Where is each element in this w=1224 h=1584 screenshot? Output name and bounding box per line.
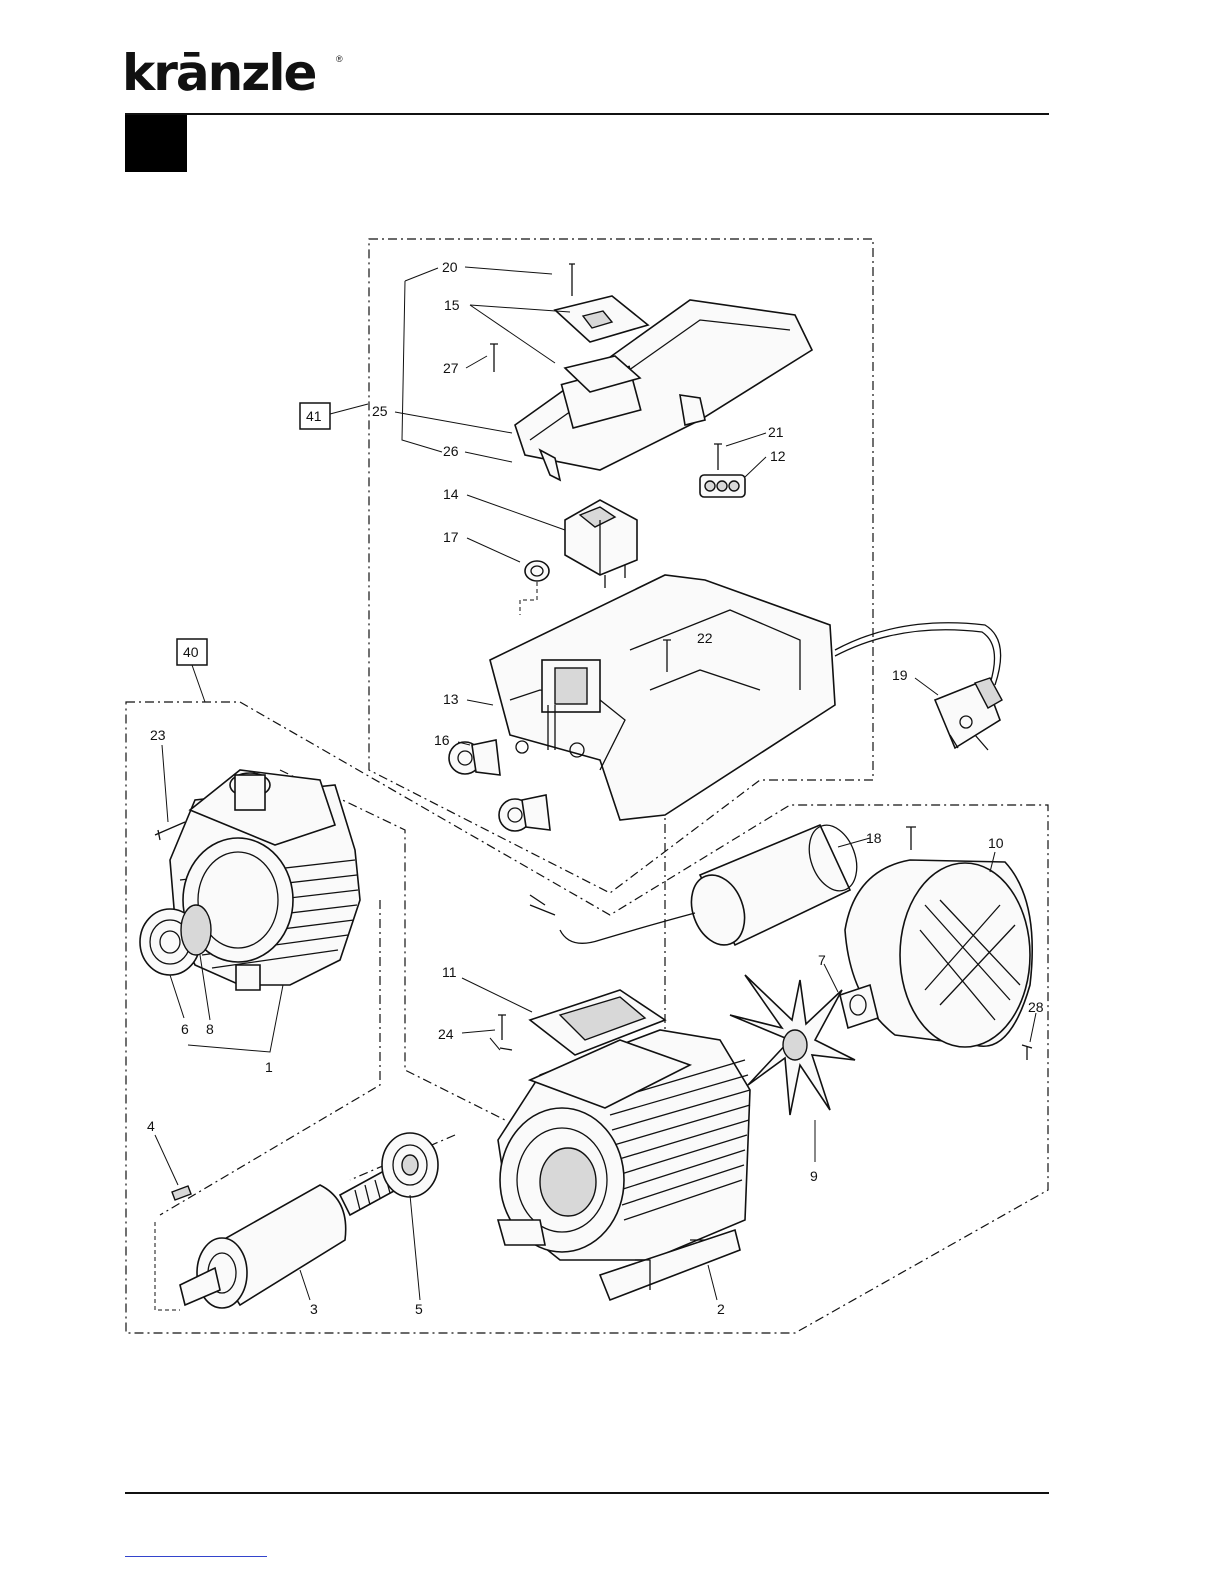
part-label: 12 <box>770 448 786 464</box>
part-label: 28 <box>1028 999 1044 1015</box>
part-label: 26 <box>443 443 459 459</box>
part-label: 5 <box>415 1301 423 1317</box>
main-switch-14 <box>565 500 637 588</box>
switch-cover <box>515 300 812 480</box>
part-label: 19 <box>892 667 908 683</box>
part-label: 2 <box>717 1301 725 1317</box>
cable-gland-16b <box>499 795 550 831</box>
part-label: 9 <box>810 1168 818 1184</box>
part-label: 4 <box>147 1118 155 1134</box>
screw-20 <box>569 264 575 296</box>
mains-plug-19 <box>935 678 1002 750</box>
motor-housing-2 <box>498 1030 750 1300</box>
part-label: 6 <box>181 1021 189 1037</box>
part-label: 7 <box>818 952 826 968</box>
part-label: 16 <box>434 732 450 748</box>
part-label: 15 <box>444 297 460 313</box>
clip-7 <box>840 985 878 1028</box>
rotor-3 <box>180 1165 405 1308</box>
part-label: 21 <box>768 424 784 440</box>
screw-21 <box>714 444 722 470</box>
part-label: 27 <box>443 360 459 376</box>
group-label-41: 41 <box>306 408 322 424</box>
part-label: 13 <box>443 691 459 707</box>
part-label: 3 <box>310 1301 318 1317</box>
screws-24 <box>498 1015 512 1050</box>
part-label: 25 <box>372 403 388 419</box>
lock-nut-17 <box>525 561 549 581</box>
capacitor-18 <box>530 819 865 953</box>
switch-box-base-13 <box>490 575 835 820</box>
part-label: 8 <box>206 1021 214 1037</box>
cable-gland-16a <box>449 740 500 775</box>
screw-10-top <box>906 827 916 850</box>
part-label: 17 <box>443 529 459 545</box>
part-label: 22 <box>697 630 713 646</box>
part-label: 1 <box>265 1059 273 1075</box>
power-cable <box>835 623 1001 685</box>
part-label: 18 <box>866 830 882 846</box>
seal-8 <box>181 905 211 955</box>
footer-rule <box>125 1492 1049 1494</box>
footer-link-underline <box>125 1556 267 1557</box>
part-label: 20 <box>442 259 458 275</box>
screw-28 <box>1022 1045 1032 1060</box>
bearing-5 <box>382 1133 438 1197</box>
part-label: 14 <box>443 486 459 502</box>
end-shield-1 <box>170 770 360 990</box>
part-label: 23 <box>150 727 166 743</box>
part-label: 11 <box>442 964 457 980</box>
terminal-block-12 <box>700 475 745 497</box>
group-label-40: 40 <box>183 644 199 660</box>
part-label: 24 <box>438 1026 454 1042</box>
part-label: 10 <box>988 835 1004 851</box>
screw-27 <box>490 344 498 372</box>
